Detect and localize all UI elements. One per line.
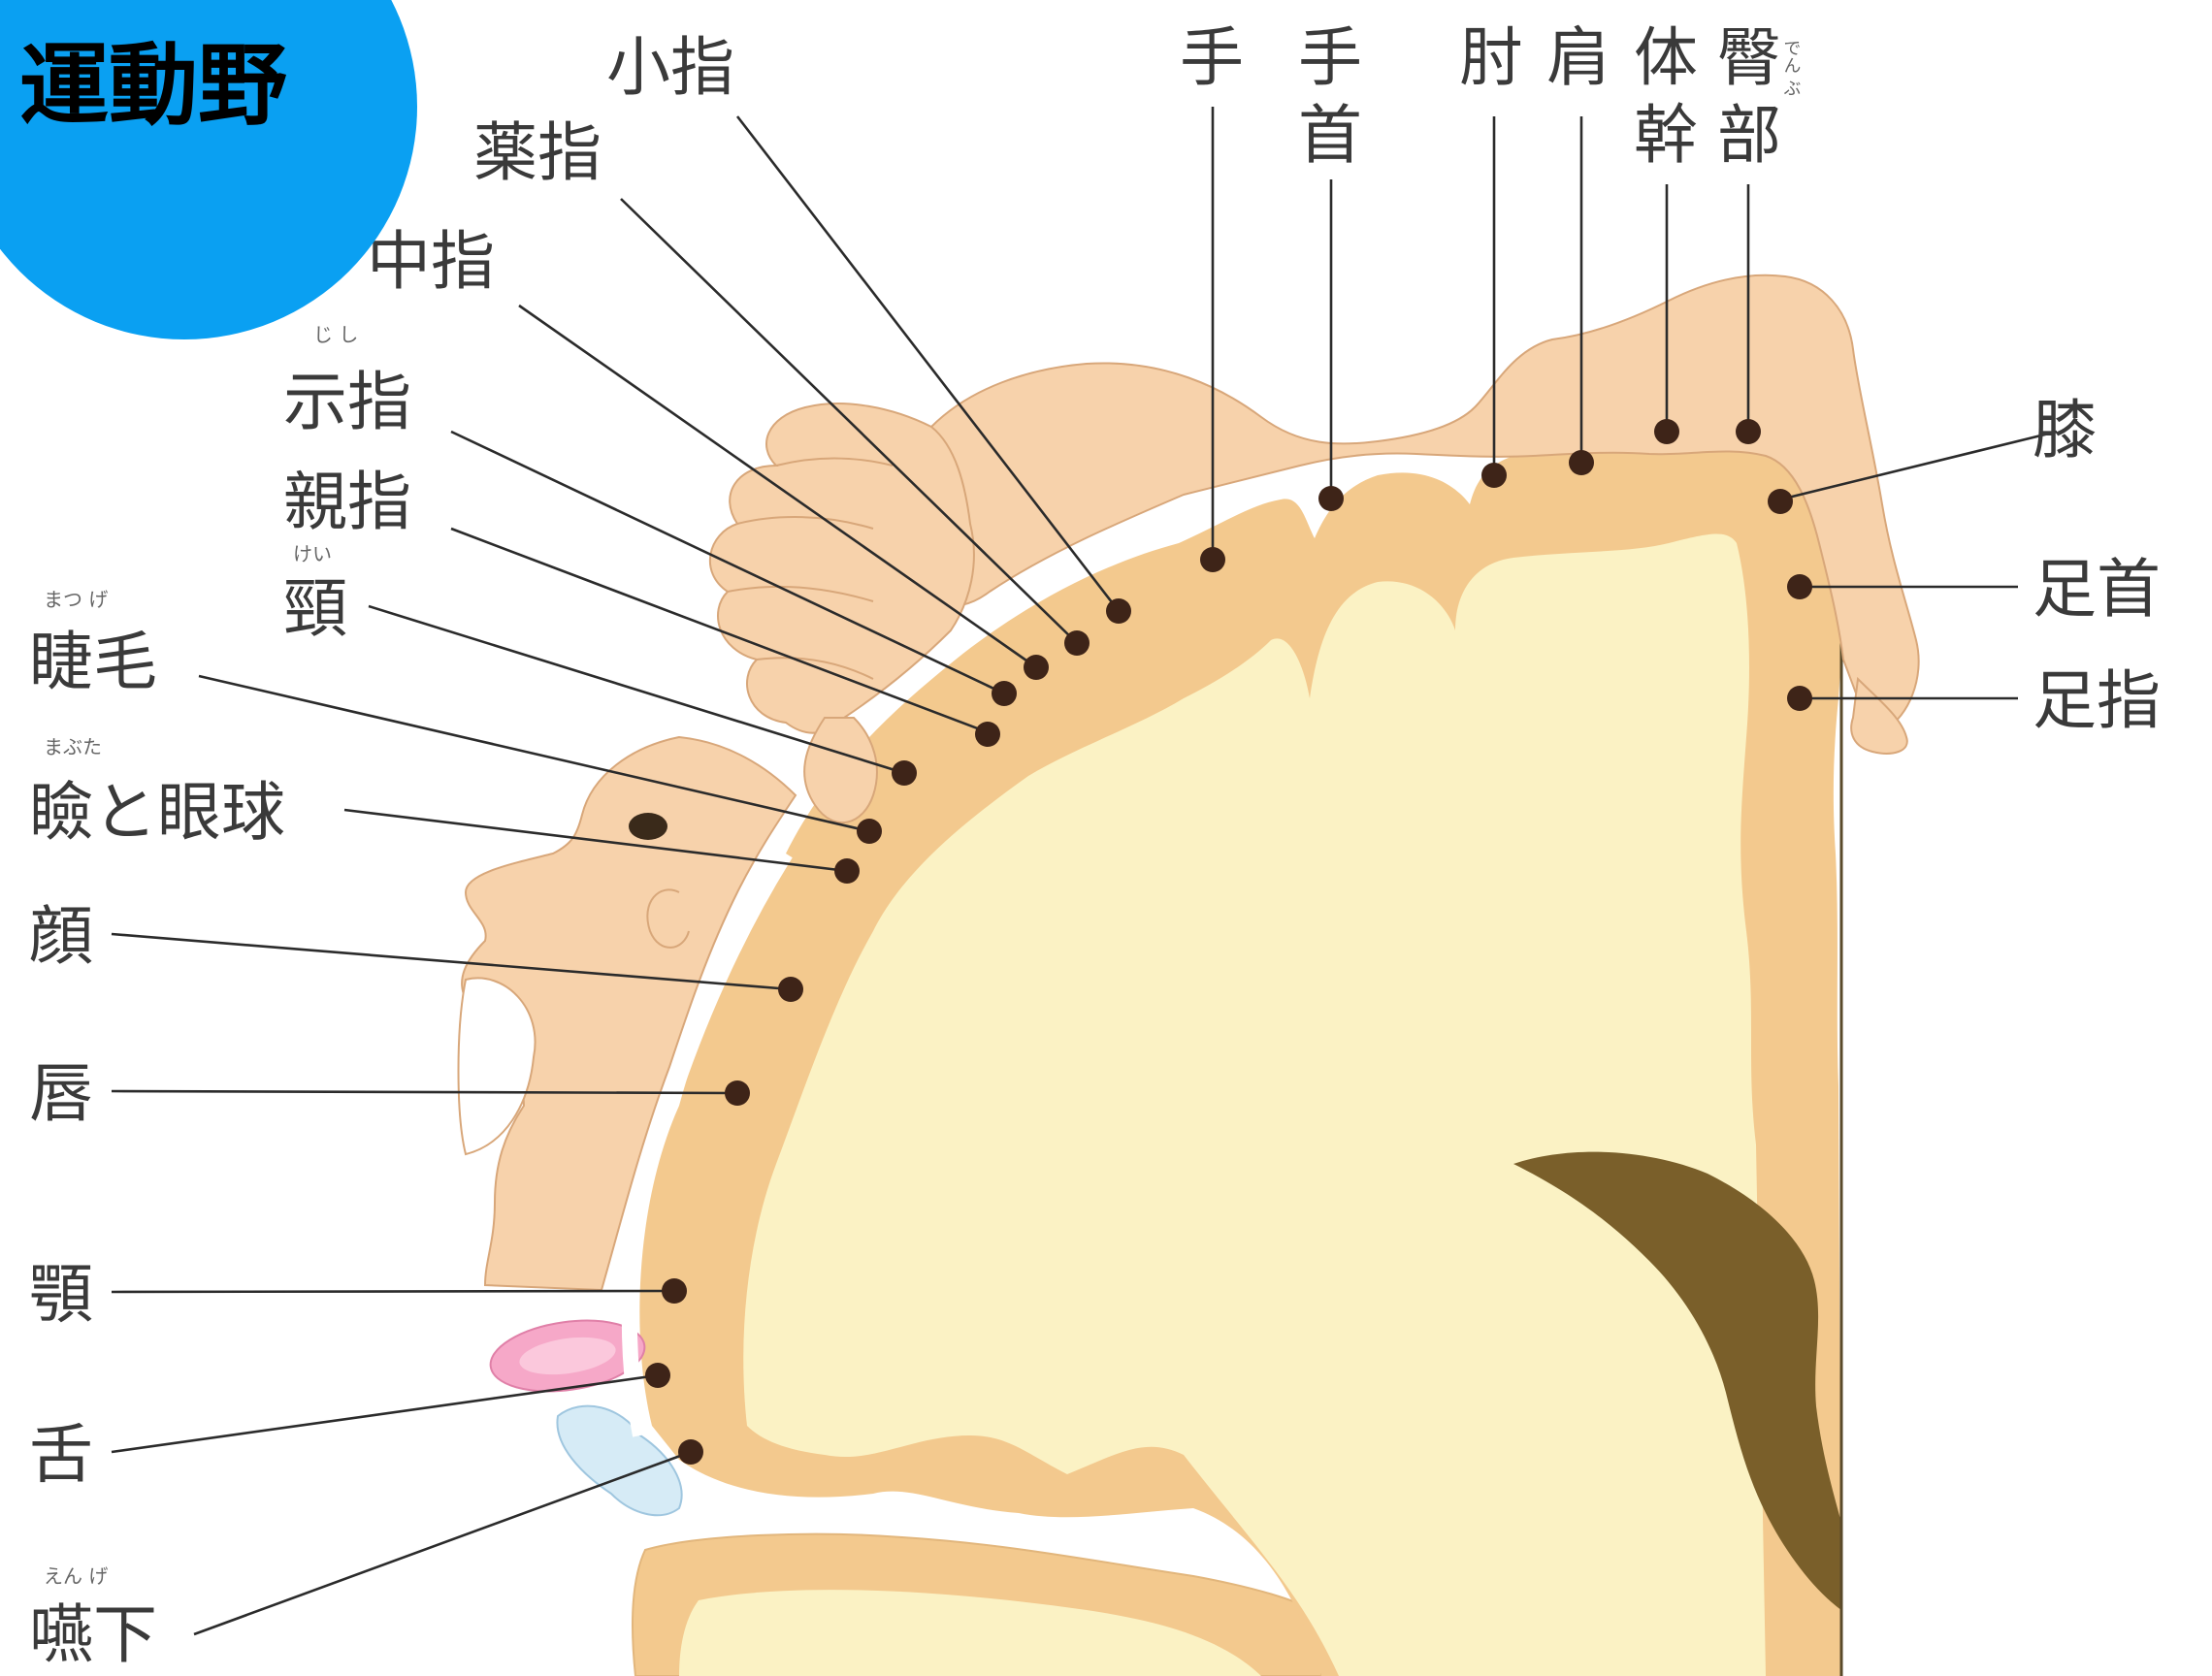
label-wrist-line2: 首: [1298, 98, 1362, 173]
badge-title: 運動野: [19, 34, 287, 138]
point-wrist: [1318, 486, 1344, 511]
point-hand: [1200, 547, 1225, 572]
label-trunk-line1: 体: [1634, 20, 1698, 95]
point-elbow: [1481, 463, 1507, 488]
point-little-finger: [1106, 598, 1131, 624]
label-toes: 足指: [2033, 663, 2161, 738]
point-hip: [1736, 419, 1761, 444]
label-hand: 手: [1180, 20, 1244, 95]
label-little-finger: 小指: [606, 30, 734, 105]
label-lips: 唇: [29, 1056, 93, 1131]
point-swallow: [678, 1439, 703, 1465]
point-thumb: [975, 722, 1000, 747]
point-middle-finger: [1024, 655, 1049, 680]
label-ankle: 足首: [2033, 552, 2161, 627]
label-shoulder: 肩: [1546, 20, 1610, 95]
ruby-neck: けい: [293, 542, 332, 565]
point-shoulder: [1569, 450, 1594, 475]
point-knee: [1768, 489, 1793, 514]
label-eyelash: 睫毛: [29, 625, 157, 699]
point-toes: [1787, 686, 1812, 711]
label-tongue: 舌: [29, 1417, 93, 1492]
top-labels: 手 手 首 肘 肩 体 幹 臀 部 でん ぶ: [1180, 20, 1802, 173]
ruby-eyelid: まぶた: [44, 735, 102, 758]
label-index-finger: 示指: [283, 365, 411, 439]
white-matter: [743, 534, 1766, 1676]
label-neck: 頸: [283, 571, 347, 646]
label-elbow: 肘: [1459, 20, 1523, 95]
label-hip-line1: 臀: [1717, 20, 1781, 95]
label-ring-finger: 薬指: [473, 115, 602, 190]
label-face: 顔: [29, 899, 93, 974]
homunculus-thumb: [804, 718, 877, 822]
point-eyelid: [834, 858, 860, 884]
label-thumb: 親指: [283, 465, 411, 539]
point-trunk: [1654, 419, 1679, 444]
point-jaw: [662, 1278, 687, 1304]
eye: [629, 813, 667, 840]
label-knee: 膝: [2033, 393, 2097, 467]
ruby-swallow: えん げ: [44, 1564, 108, 1588]
point-index-finger: [992, 681, 1017, 706]
label-trunk-line2: 幹: [1634, 98, 1698, 173]
point-face: [778, 977, 803, 1002]
label-middle-finger: 中指: [367, 224, 495, 299]
label-eyelid: 瞼と眼球: [29, 775, 285, 850]
ruby-eyelash: まつ げ: [44, 588, 108, 611]
point-tongue: [645, 1363, 670, 1388]
point-ring-finger: [1064, 630, 1090, 656]
right-labels: 膝 足首 足指: [2033, 393, 2161, 738]
point-eyelash: [857, 819, 882, 844]
ruby-hip: でん ぶ: [1781, 39, 1802, 97]
point-lips: [725, 1080, 750, 1106]
leader-swallow: [194, 1452, 691, 1634]
leader-jaw: [112, 1291, 674, 1292]
label-jaw: 顎: [29, 1257, 93, 1332]
ruby-index-finger: じ し: [313, 323, 358, 346]
point-neck: [892, 760, 917, 786]
label-wrist-line1: 手: [1298, 20, 1362, 95]
motor-area-badge: 運動野: [0, 0, 417, 339]
label-swallow: 嚥下: [29, 1597, 157, 1672]
point-ankle: [1787, 574, 1812, 599]
label-hip-line2: 部: [1717, 98, 1781, 173]
